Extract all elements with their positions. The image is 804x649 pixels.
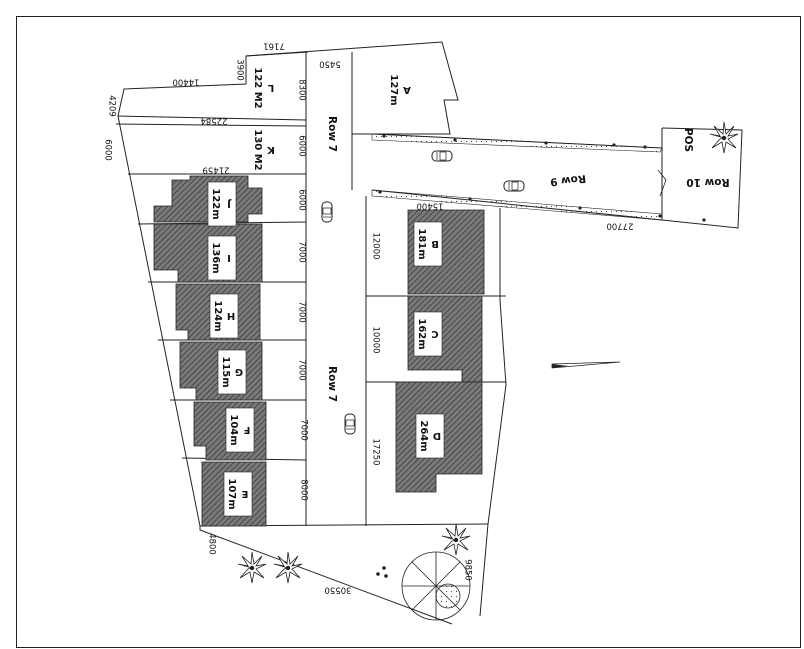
lot-i-area: 136m bbox=[210, 242, 221, 273]
lot-e-area: 107m bbox=[226, 478, 237, 509]
dimension-7000_f: 7000 bbox=[299, 419, 309, 441]
palm-tree-icon bbox=[441, 523, 471, 556]
palm-tree-icon bbox=[709, 121, 739, 154]
lot-label-box bbox=[209, 293, 239, 339]
dimension-12000: 12000 bbox=[371, 232, 381, 259]
lot-label-box bbox=[207, 181, 237, 227]
car-3 bbox=[431, 150, 453, 162]
lot-c-area: 162m bbox=[416, 318, 427, 349]
north-arrow-icon bbox=[551, 361, 621, 369]
car-1 bbox=[321, 201, 333, 223]
lot-g-area: 115m bbox=[220, 356, 231, 387]
dimension-5450: 5450 bbox=[319, 59, 341, 69]
dimension-9850: 9850 bbox=[463, 559, 473, 581]
lot-g-letter: G bbox=[235, 366, 243, 377]
dimension-15400: 15400 bbox=[416, 201, 443, 211]
dimension-10000: 10000 bbox=[371, 326, 381, 353]
lot-d-letter: D bbox=[433, 430, 441, 441]
lot-j-letter: J bbox=[227, 198, 232, 209]
lot-j-area: 122m bbox=[210, 188, 221, 219]
car-2 bbox=[344, 413, 356, 435]
dimension-6000_j: 6000 bbox=[297, 189, 307, 211]
dimension-4800: 4800 bbox=[207, 533, 217, 555]
dimension-14400: 14400 bbox=[172, 77, 199, 87]
lot-a-letter: A bbox=[403, 84, 411, 95]
road-row7-edges bbox=[305, 52, 367, 526]
lot-d-area: 264m bbox=[418, 420, 429, 451]
lot-label-box bbox=[415, 413, 445, 459]
lot-f-letter: F bbox=[244, 424, 251, 435]
lot-e-letter: E bbox=[241, 488, 248, 499]
roundabout-icon bbox=[401, 551, 471, 621]
palm-tree-icon bbox=[273, 551, 303, 584]
dimension-4209: 4209 bbox=[107, 95, 117, 117]
road-label: Row 7 bbox=[326, 116, 338, 152]
palm-tree-icon bbox=[237, 551, 267, 584]
lot-label-box bbox=[413, 221, 443, 267]
lot-label-box bbox=[207, 235, 237, 281]
dimension-7000_h: 7000 bbox=[297, 301, 307, 323]
lot-k-area: 130 M2 bbox=[252, 129, 263, 170]
dimension-8000_e: 8000 bbox=[299, 479, 309, 501]
lot-h-letter: H bbox=[227, 310, 235, 321]
lot-l-area: 122 M2 bbox=[252, 67, 263, 108]
lot-b-letter: B bbox=[431, 238, 439, 249]
car-4 bbox=[503, 180, 525, 192]
shrub-dots bbox=[376, 566, 388, 578]
dimension-22584: 22584 bbox=[200, 116, 227, 126]
dimension-27700: 27700 bbox=[606, 221, 633, 231]
lot-c-letter: C bbox=[431, 328, 438, 339]
dimension-3900: 3900 bbox=[235, 59, 245, 81]
dimension-6000_k: 6000 bbox=[297, 135, 307, 157]
drawing-border bbox=[16, 16, 801, 648]
road-label: POS bbox=[682, 128, 694, 152]
lot-label-box bbox=[217, 349, 247, 395]
dimension-7161: 7161 bbox=[263, 41, 285, 51]
dimension-21459: 21459 bbox=[202, 165, 229, 175]
dimension-8300: 8300 bbox=[297, 79, 307, 101]
dimension-7000_i: 7000 bbox=[297, 241, 307, 263]
row9-verges bbox=[371, 133, 706, 222]
lot-h-area: 124m bbox=[212, 300, 223, 331]
lot-l-letter: L bbox=[267, 82, 274, 93]
lot-label-box bbox=[413, 311, 443, 357]
lot-label-box bbox=[223, 471, 253, 517]
lot-f-area: 104m bbox=[228, 414, 239, 445]
lot-label-box bbox=[225, 407, 255, 453]
pos-marker bbox=[657, 169, 667, 197]
dimension-7000_g: 7000 bbox=[297, 359, 307, 381]
road-label: Row 7 bbox=[326, 366, 338, 402]
lot-a-area: 127m bbox=[388, 74, 399, 105]
lot-k-letter: K bbox=[266, 144, 275, 155]
lot-b-area: 181m bbox=[416, 228, 427, 259]
road-label: Row 9 bbox=[549, 172, 586, 188]
dimension-30550: 30550 bbox=[324, 585, 351, 595]
road-label: Row 10 bbox=[686, 176, 729, 188]
lot-i-letter: I bbox=[227, 252, 231, 263]
dimension-17250: 17250 bbox=[371, 438, 381, 465]
dimension-6000_left: 6000 bbox=[103, 139, 113, 161]
